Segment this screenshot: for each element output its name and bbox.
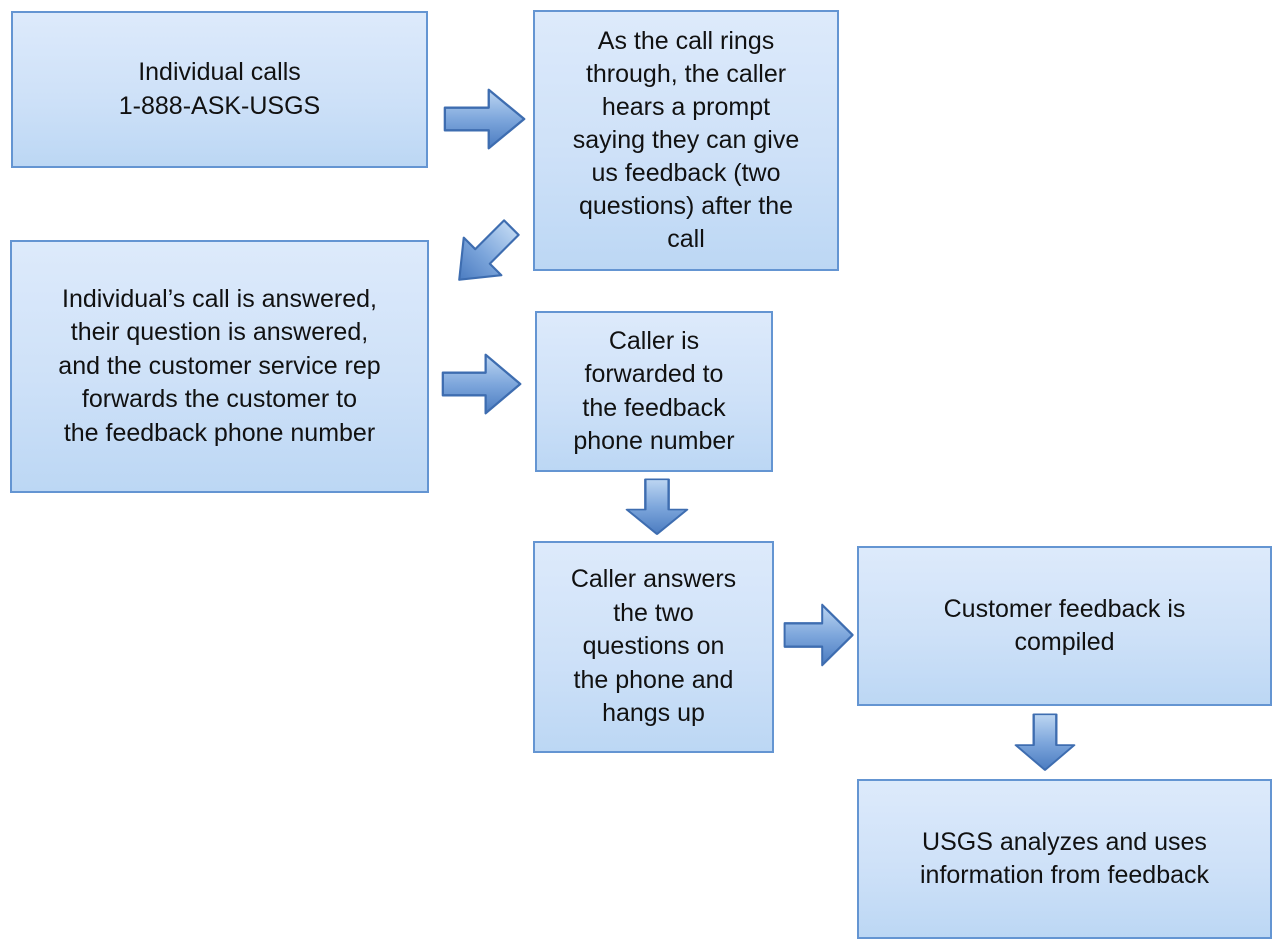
flow-connector-4 <box>623 478 691 536</box>
step-text: Customer feedback is compiled <box>943 594 1186 657</box>
step-individual-calls: Individual calls 1-888-ASK-USGS <box>11 11 428 168</box>
step-text: Individual’s call is answered, their que… <box>58 284 381 447</box>
flow-connector-3 <box>441 351 523 417</box>
flow-connector-5 <box>783 601 855 669</box>
right-arrow-icon <box>441 353 522 415</box>
flow-connector-1 <box>443 86 527 152</box>
step-text: Caller is forwarded to the feedback phon… <box>573 326 735 456</box>
flow-connector-2 <box>437 206 533 302</box>
down-arrow-icon <box>625 478 689 535</box>
step-text: Individual calls 1-888-ASK-USGS <box>118 58 321 120</box>
step-text: As the call rings through, the caller he… <box>572 27 800 253</box>
flow-connector-6 <box>1012 713 1078 772</box>
step-caller-answers-questions: Caller answers the two questions on the … <box>533 541 774 753</box>
down-arrow-icon <box>1014 713 1076 771</box>
step-forwarded-to-feedback-number: Caller is forwarded to the feedback phon… <box>535 311 773 472</box>
right-arrow-icon <box>443 88 526 150</box>
step-call-answered-forwarded: Individual’s call is answered, their que… <box>10 240 429 493</box>
step-call-rings-prompt: As the call rings through, the caller he… <box>533 10 839 271</box>
step-text: Caller answers the two questions on the … <box>570 565 737 728</box>
step-usgs-analyzes-feedback: USGS analyzes and uses information from … <box>857 779 1272 939</box>
step-feedback-compiled: Customer feedback is compiled <box>857 546 1272 706</box>
down-left-arrow-icon <box>458 219 520 281</box>
right-arrow-icon <box>783 603 854 667</box>
step-text: USGS analyzes and uses information from … <box>919 827 1210 890</box>
